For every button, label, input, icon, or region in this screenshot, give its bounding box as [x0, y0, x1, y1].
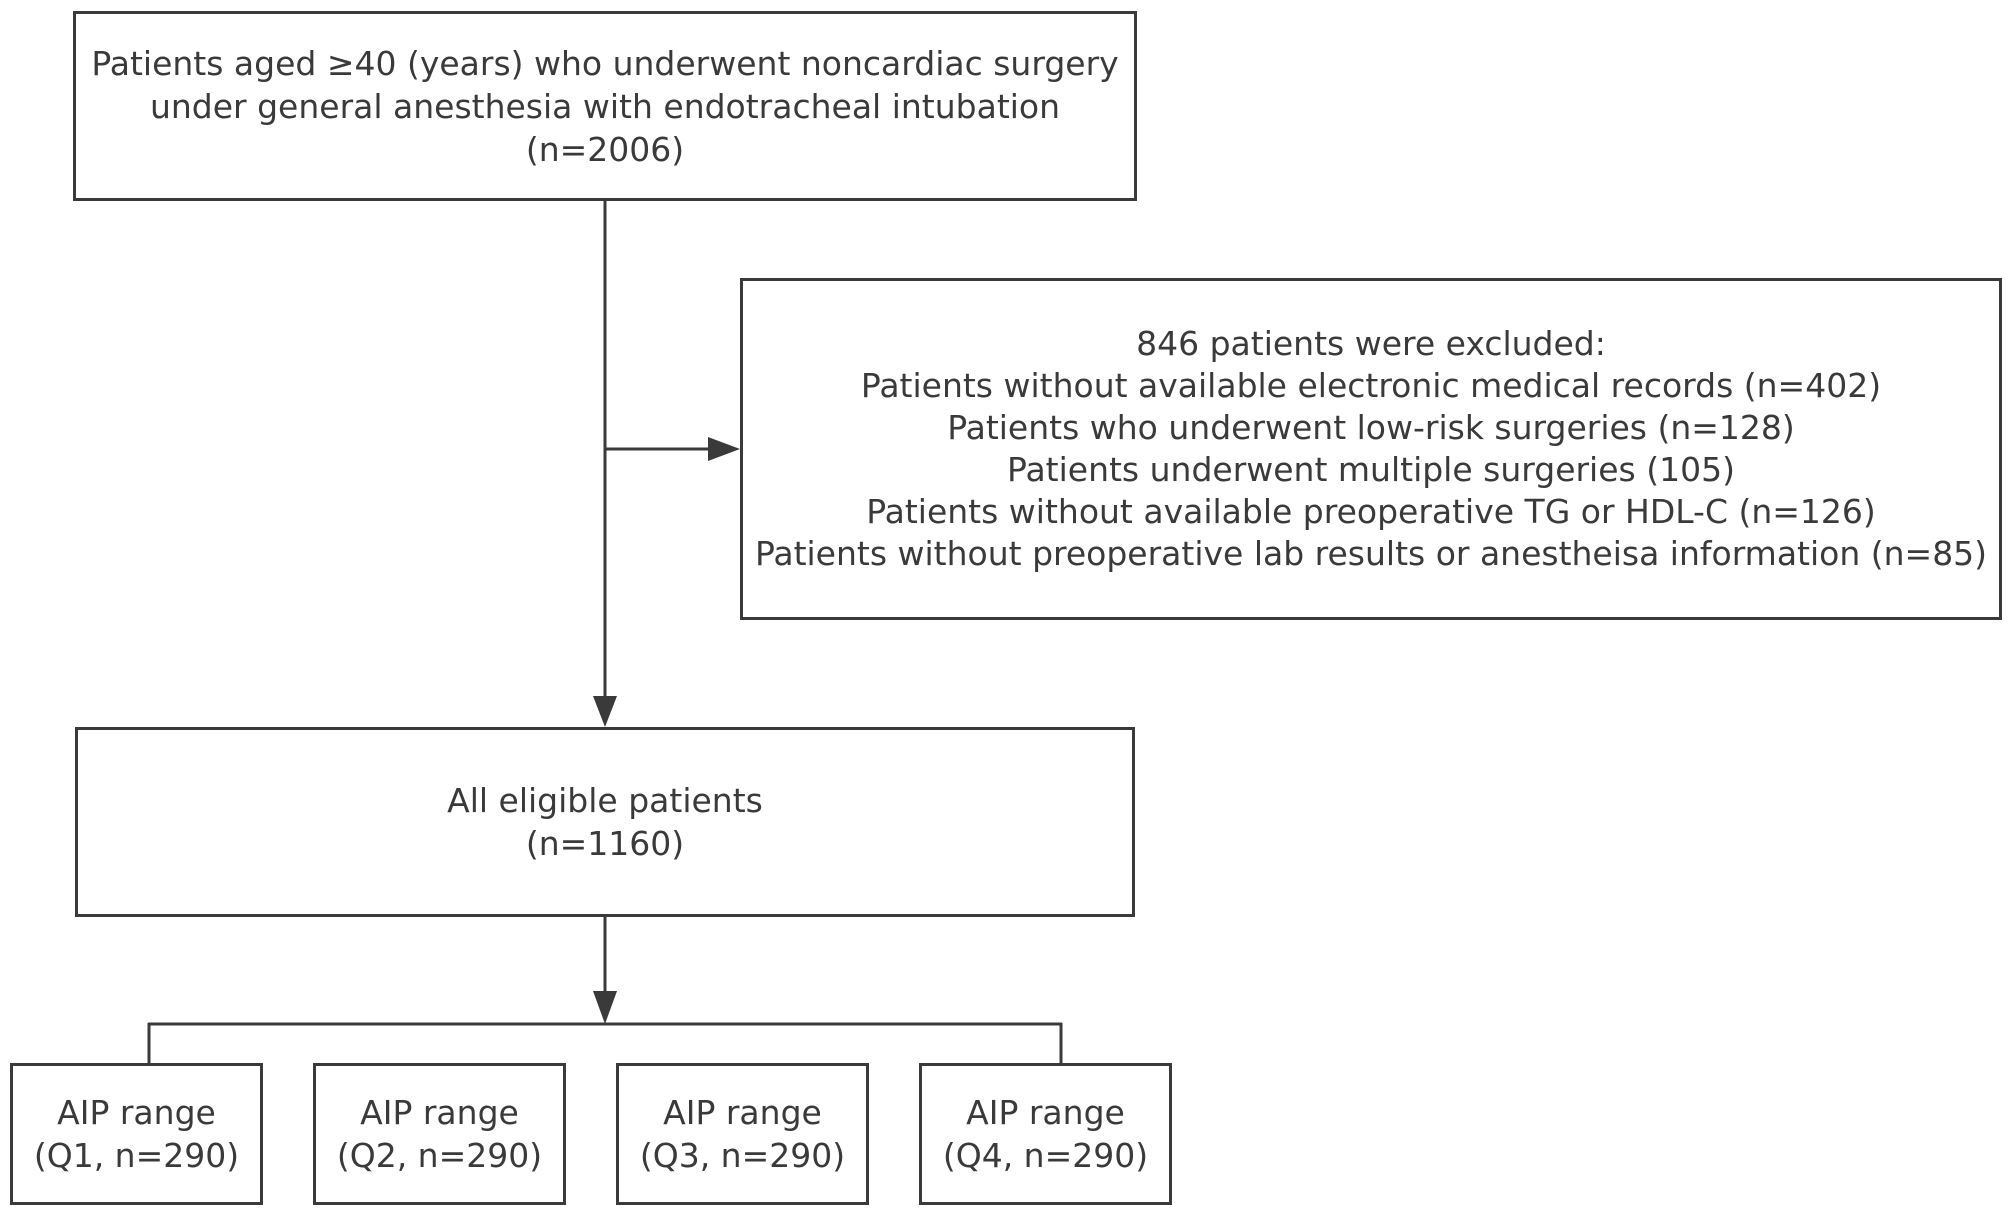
quartile-box-q1: AIP range (Q1, n=290) [10, 1063, 263, 1205]
quartile-count: (Q2, n=290) [336, 1136, 543, 1175]
initial-population-line-2: under general anesthesia with endotrache… [149, 86, 1061, 126]
exclusion-item: Patients without available preoperative … [866, 492, 1876, 531]
quartile-label: AIP range [360, 1093, 519, 1132]
exclusion-heading: 846 patients were excluded: [1136, 324, 1606, 363]
initial-population-line-1: Patients aged ≥40 (years) who underwent … [91, 43, 1119, 83]
quartile-label: AIP range [966, 1093, 1125, 1132]
initial-population-count: (n=2006) [525, 129, 685, 169]
quartile-box-q2: AIP range (Q2, n=290) [313, 1063, 566, 1205]
exclusion-item: Patients without available electronic me… [860, 366, 1882, 405]
quartile-box-q4: AIP range (Q4, n=290) [919, 1063, 1172, 1205]
quartile-box-q3: AIP range (Q3, n=290) [616, 1063, 869, 1205]
eligible-patients-label: All eligible patients [447, 781, 763, 820]
eligible-patients-count: (n=1160) [525, 824, 685, 863]
quartile-count: (Q4, n=290) [942, 1136, 1149, 1175]
quartile-label: AIP range [57, 1093, 216, 1132]
quartile-count: (Q3, n=290) [639, 1136, 846, 1175]
eligible-patients-box: All eligible patients (n=1160) [75, 727, 1135, 917]
arrow-to-exclusion-arrowhead [708, 437, 740, 461]
arrow-to-split-arrowhead [593, 991, 617, 1024]
arrow-to-eligible-arrowhead [593, 696, 617, 727]
exclusion-criteria-box: 846 patients were excluded: Patients wit… [740, 278, 2002, 620]
quartile-count: (Q1, n=290) [33, 1136, 240, 1175]
quartile-label: AIP range [663, 1093, 822, 1132]
exclusion-item: Patients underwent multiple surgeries (1… [1007, 450, 1735, 489]
initial-population-box: Patients aged ≥40 (years) who underwent … [73, 11, 1137, 201]
exclusion-item: Patients without preoperative lab result… [754, 534, 1988, 573]
exclusion-item: Patients who underwent low-risk surgerie… [947, 408, 1795, 447]
